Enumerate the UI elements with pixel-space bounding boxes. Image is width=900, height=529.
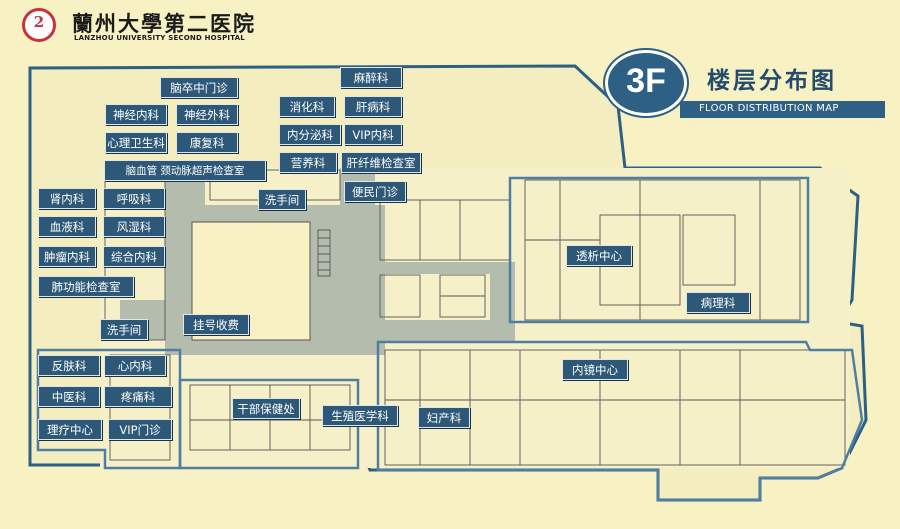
dept-gynecology[interactable]: 妇产科 bbox=[418, 407, 470, 428]
floor-title-cn: 楼层分布图 bbox=[707, 68, 837, 94]
dept-neurology[interactable]: 神经内科 bbox=[105, 104, 167, 125]
floor-title-en: FLOOR DISTRIBUTION MAP bbox=[699, 103, 839, 114]
dept-lung-function[interactable]: 肺功能检查室 bbox=[38, 276, 134, 297]
dept-stroke-center[interactable]: 脑卒中门诊 bbox=[160, 77, 238, 98]
dept-registration[interactable]: 挂号收费 bbox=[183, 314, 249, 335]
dept-general-internal[interactable]: 综合内科 bbox=[103, 246, 165, 267]
dept-nutrition[interactable]: 营养科 bbox=[279, 152, 337, 173]
dept-physio[interactable]: 理疗中心 bbox=[38, 419, 102, 440]
floor-title-en-bar: FLOOR DISTRIBUTION MAP bbox=[680, 101, 885, 118]
dept-tcm[interactable]: 中医科 bbox=[38, 386, 100, 407]
dept-psychology[interactable]: 心理卫生科 bbox=[105, 132, 167, 153]
dept-endoscopy[interactable]: 内镜中心 bbox=[562, 359, 628, 380]
dept-cardiology[interactable]: 心内科 bbox=[104, 355, 166, 376]
floor-number-badge: 3F bbox=[605, 50, 687, 116]
dept-reproductive[interactable]: 生殖医学科 bbox=[322, 405, 398, 426]
dept-pathology[interactable]: 病理科 bbox=[686, 292, 750, 313]
dept-oncology[interactable]: 肿瘤内科 bbox=[38, 246, 96, 267]
zone-outlines bbox=[36, 176, 864, 502]
dept-liver-fibrosis[interactable]: 肝纤维检查室 bbox=[341, 152, 421, 173]
dept-carotid-ultrasound[interactable]: 脑血管 颈动脉超声检查室 bbox=[104, 160, 266, 181]
escalator-icon bbox=[317, 229, 331, 277]
dept-rheumatology[interactable]: 风湿科 bbox=[103, 216, 165, 237]
hospital-logo: 2 bbox=[22, 8, 56, 42]
dept-gastro[interactable]: 消化科 bbox=[279, 96, 335, 117]
hospital-name-en: LANZHOU UNIVERSITY SECOND HOSPITAL bbox=[74, 34, 245, 42]
dept-convenience-clinic[interactable]: 便民门诊 bbox=[344, 181, 406, 202]
dept-hepatology[interactable]: 肝病科 bbox=[344, 96, 402, 117]
hospital-name-cn: 蘭州大學第二医院 bbox=[72, 11, 256, 36]
dept-pain[interactable]: 疼痛科 bbox=[104, 386, 172, 407]
dept-rehabilitation[interactable]: 康复科 bbox=[176, 132, 238, 153]
dept-vip-internal[interactable]: VIP内科 bbox=[344, 124, 402, 145]
logo-text: 2 bbox=[33, 13, 45, 31]
dept-respiratory[interactable]: 呼吸科 bbox=[103, 188, 165, 209]
floor-number: 3F bbox=[626, 62, 666, 100]
dept-dialysis[interactable]: 透析中心 bbox=[566, 245, 632, 266]
dept-anesthesia[interactable]: 麻醉科 bbox=[340, 67, 402, 88]
dept-nephrology[interactable]: 肾内科 bbox=[38, 188, 96, 209]
washroom-top[interactable]: 洗手间 bbox=[258, 189, 306, 210]
dept-dermatology[interactable]: 反肤科 bbox=[38, 355, 100, 376]
dept-hematology[interactable]: 血液科 bbox=[38, 216, 96, 237]
washroom-left[interactable]: 洗手间 bbox=[100, 319, 148, 340]
dept-endocrine[interactable]: 内分泌科 bbox=[279, 124, 341, 145]
room-walls bbox=[104, 169, 846, 466]
dept-cadre-health[interactable]: 干部保健处 bbox=[232, 398, 300, 419]
dept-vip-clinic[interactable]: VIP门诊 bbox=[108, 419, 172, 440]
dept-neurosurgery[interactable]: 神经外科 bbox=[176, 104, 238, 125]
